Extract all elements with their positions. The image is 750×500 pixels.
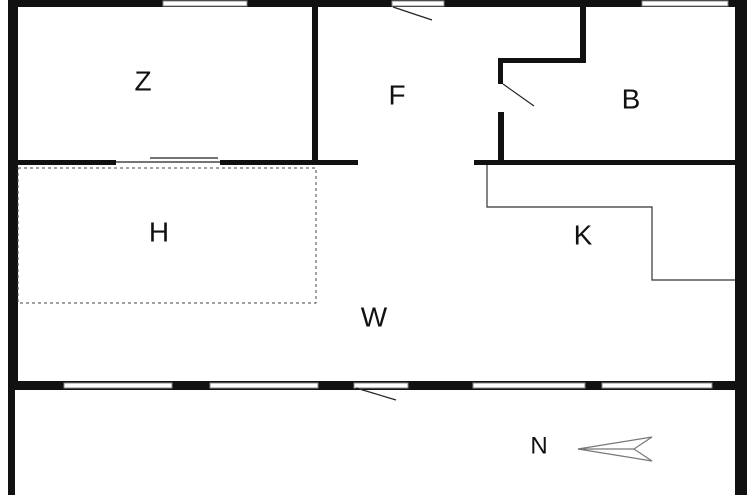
room-label-f: F [388, 79, 405, 110]
windows [63, 0, 729, 389]
outer-walls [8, 0, 747, 495]
room-label-w: W [361, 301, 388, 332]
door-swings [355, 6, 535, 401]
room-h-outline [17, 167, 317, 304]
room-label-b: B [622, 83, 641, 114]
north-arrow-icon [577, 436, 653, 462]
sliding-door [116, 157, 220, 163]
room-label-z: Z [134, 65, 151, 96]
interior-walls [18, 7, 735, 165]
room-label-k: K [574, 219, 593, 250]
north-label: N [530, 432, 547, 459]
room-label-h: H [149, 216, 169, 247]
kitchen-outline [486, 165, 735, 281]
